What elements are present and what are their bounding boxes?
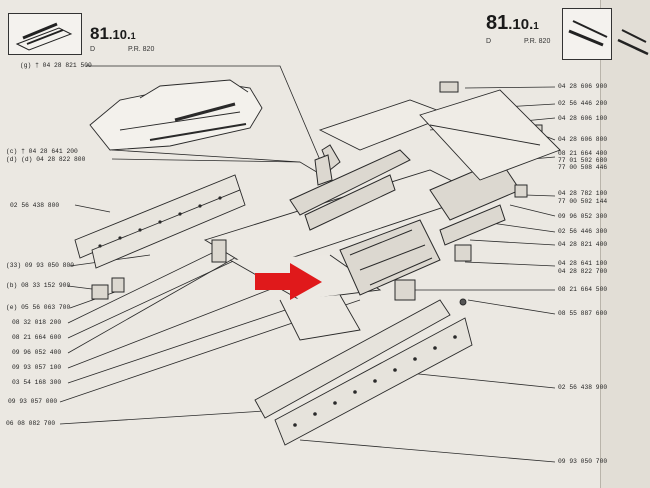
part-label-left: 06 08 082 700 xyxy=(6,420,56,427)
section-sub-left-pr: P.R. 820 xyxy=(128,46,155,53)
part-label-right: 04 28 606 100 xyxy=(558,115,608,122)
part-label-right: 04 28 606 900 xyxy=(558,83,608,90)
part-label-right: 04 28 782 100 xyxy=(558,190,608,197)
section-sub-left-d: D xyxy=(90,46,96,53)
part-label-left: (c) † 04 28 641 200 xyxy=(6,148,78,155)
part-label-right: 77 01 502 680 xyxy=(558,157,608,164)
part-label-right: 08 55 887 600 xyxy=(558,310,608,317)
left-sill-panel xyxy=(74,174,246,269)
part-label-left: (b) 08 33 152 900 xyxy=(6,282,71,289)
part-label-left: 09 93 057 100 xyxy=(12,364,62,371)
section-sub-right-pr: P.R. 820 xyxy=(524,38,551,45)
part-label-left: (g) † 04 28 821 500 xyxy=(20,62,92,69)
right-page-edge xyxy=(600,0,650,488)
part-label-left: 09 93 057 000 xyxy=(8,398,58,405)
section-number-right: 81.10.1 xyxy=(486,12,539,34)
section-sub-right-d: D xyxy=(486,38,492,45)
right-sill-panel xyxy=(254,298,473,446)
part-label-right: 09 96 052 300 xyxy=(558,213,608,220)
section-number-left: 81.10.1 xyxy=(90,24,136,43)
part-label-right: 04 28 606 800 xyxy=(558,136,608,143)
part-label-left: 09 96 052 400 xyxy=(12,349,62,356)
thumbnail-left-icon xyxy=(15,22,73,51)
part-label-right: 77 00 508 446 xyxy=(558,164,608,171)
part-label-right: 08 21 664 400 xyxy=(558,150,608,157)
part-label-right: 02 56 446 200 xyxy=(558,100,608,107)
part-label-left: 02 56 438 800 xyxy=(10,202,60,209)
part-label-right: 04 28 641 100 xyxy=(558,260,608,267)
part-label-left: (e) 05 56 063 700 xyxy=(6,304,71,311)
part-label-right: 04 28 822 700 xyxy=(558,268,608,275)
part-label-right: 77 00 502 144 xyxy=(558,198,608,205)
part-label-right: 04 28 821 400 xyxy=(558,241,608,248)
section-thumbnail-right xyxy=(562,8,612,60)
part-label-right: 02 56 446 300 xyxy=(558,228,608,235)
part-label-right: 08 21 664 500 xyxy=(558,286,608,293)
car-body-shell xyxy=(89,79,263,151)
part-label-left: (33) 09 93 050 800 xyxy=(6,262,75,269)
section-thumbnail-left xyxy=(8,13,82,55)
part-label-right: 02 56 438 900 xyxy=(558,384,608,391)
part-label-left: 08 32 018 200 xyxy=(12,319,62,326)
part-label-right: 09 93 050 700 xyxy=(558,458,608,465)
right-page-thumb-icon xyxy=(617,29,649,56)
part-label-left: 08 21 664 600 xyxy=(12,334,62,341)
thumbnail-right-icon xyxy=(568,20,608,47)
crossmember-assembly xyxy=(91,81,543,301)
part-label-left: (d) (d) 04 28 822 800 xyxy=(6,156,86,163)
rear-floor-panel xyxy=(318,89,561,181)
part-label-left: 03 54 168 300 xyxy=(12,379,62,386)
red-pointer-arrow xyxy=(255,263,322,300)
